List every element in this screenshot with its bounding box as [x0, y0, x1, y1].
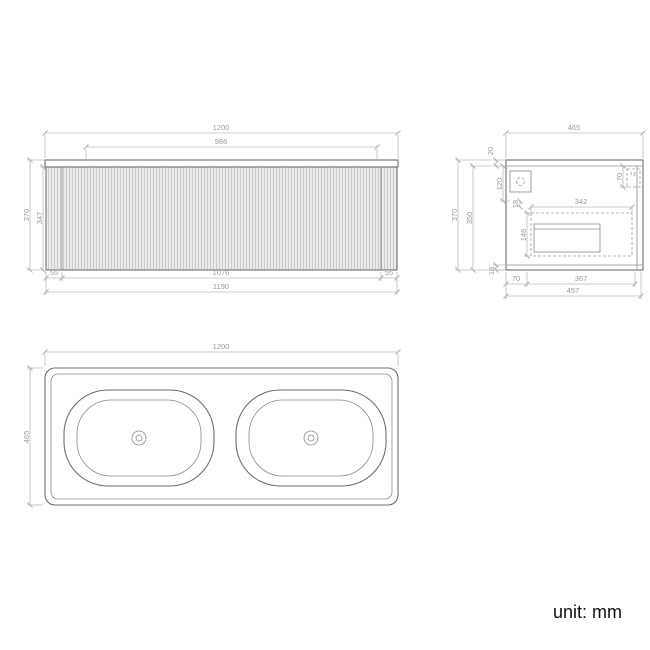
countertop-slab [44, 159, 399, 168]
side-dim-bottom-left: 70 [512, 274, 520, 283]
side-dim-drawer-height: 146 [519, 229, 528, 242]
side-dim-right-offset: 70 [615, 173, 624, 181]
left-drain-inner [135, 434, 143, 442]
side-dim-bottom-offset: 18 [487, 267, 496, 275]
front-dim-left-gap: 55 [50, 268, 58, 277]
cabinet-side-outline [505, 159, 644, 271]
front-dim-top-width: 1200 [213, 123, 230, 132]
wall-bracket-hole [630, 171, 636, 177]
drawer-hidden-outline [530, 212, 633, 257]
side-rail-detail [509, 170, 532, 193]
wall-bracket-detail [626, 168, 641, 188]
side-dim-bottom-mid: 367 [575, 274, 588, 283]
fluted-panel [46, 167, 397, 270]
left-basin-rim [63, 389, 215, 487]
left-drain-outer [131, 430, 147, 446]
unit-label: unit: mm [553, 602, 623, 622]
right-drain-outer [303, 430, 319, 446]
front-dim-inner-height: 347 [35, 212, 44, 225]
front-dim-inner-width: 986 [215, 137, 228, 146]
side-dim-top-thickness: 20 [486, 147, 495, 155]
side-rail-hole [516, 177, 525, 186]
front-dim-right-gap: 55 [385, 268, 393, 277]
right-drain-inner [307, 434, 315, 442]
front-dim-bottom-inner: 1076 [213, 268, 230, 277]
side-dimension-lines [455, 130, 646, 299]
side-dim-recess: 120 [495, 178, 504, 191]
right-basin-bowl [248, 399, 374, 477]
front-view: 1200 986 370 347 55 1076 55 1190 [22, 123, 401, 295]
left-basin-bowl [76, 399, 202, 477]
top-dim-depth: 465 [22, 431, 31, 444]
side-dim-drawer-width: 342 [575, 197, 588, 206]
side-view: 465 20 370 350 120 18 342 70 146 18 70 3… [450, 123, 646, 299]
top-view: 1200 465 [22, 342, 401, 508]
top-dim-width: 1200 [213, 342, 230, 351]
side-dim-bottom-width: 457 [567, 286, 580, 295]
countertop-outline [44, 367, 399, 506]
countertop-inner-edge [50, 373, 393, 500]
side-dim-inner-height: 350 [465, 212, 474, 225]
front-dim-height: 370 [22, 209, 31, 222]
side-dim-height: 370 [450, 209, 459, 222]
side-dim-top-width: 465 [568, 123, 581, 132]
side-dim-top-offset: 18 [511, 200, 520, 208]
right-basin-rim [235, 389, 387, 487]
front-dim-bottom-width: 1190 [213, 282, 229, 291]
drawer-box-detail [533, 223, 601, 253]
front-dimension-lines [27, 130, 401, 295]
cabinet-front-outline [45, 166, 398, 271]
top-dimension-lines [27, 349, 401, 508]
